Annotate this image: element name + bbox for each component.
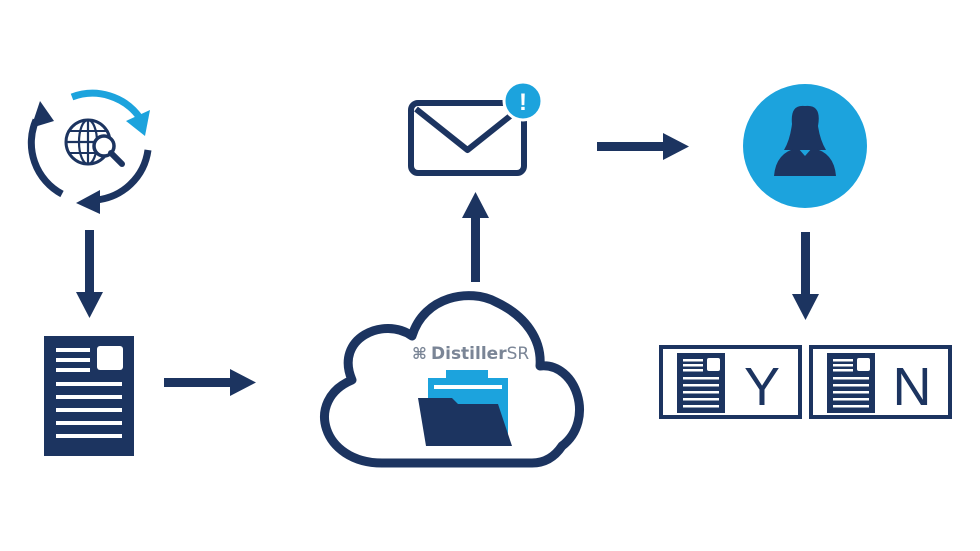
decision-no-label: N — [893, 357, 932, 417]
brand-name-text: Distiller — [431, 344, 507, 364]
alert-badge-icon: ! — [502, 80, 544, 122]
arrow-reviewer-to-decisions — [792, 232, 819, 320]
decision-yes: Y — [659, 345, 802, 419]
arrow-search-to-document — [76, 230, 103, 318]
reviewer-node — [743, 84, 867, 208]
folder-icon — [418, 370, 512, 446]
arrow-document-to-cloud — [164, 369, 256, 396]
document-icon — [44, 336, 134, 456]
envelope-icon — [408, 100, 527, 176]
document-icon — [677, 353, 725, 413]
arrow-cloud-to-email — [462, 192, 489, 282]
brand-symbol: ⌘ — [412, 344, 427, 363]
brand-suffix-text: SR — [507, 344, 530, 364]
search-cycle-node — [27, 89, 152, 214]
brand-name: DistillerSR — [431, 344, 529, 364]
email-node: ! — [408, 80, 544, 176]
globe-search-icon — [64, 118, 125, 167]
document-icon — [827, 353, 875, 413]
cycle-arrows-icon — [27, 89, 152, 214]
person-icon — [774, 105, 836, 176]
arrow-email-to-reviewer — [597, 133, 689, 160]
cloud-node: ⌘ DistillerSR — [320, 291, 584, 468]
decision-yes-label: Y — [744, 357, 780, 417]
alert-badge-text: ! — [519, 89, 527, 116]
decision-no: N — [809, 345, 952, 419]
